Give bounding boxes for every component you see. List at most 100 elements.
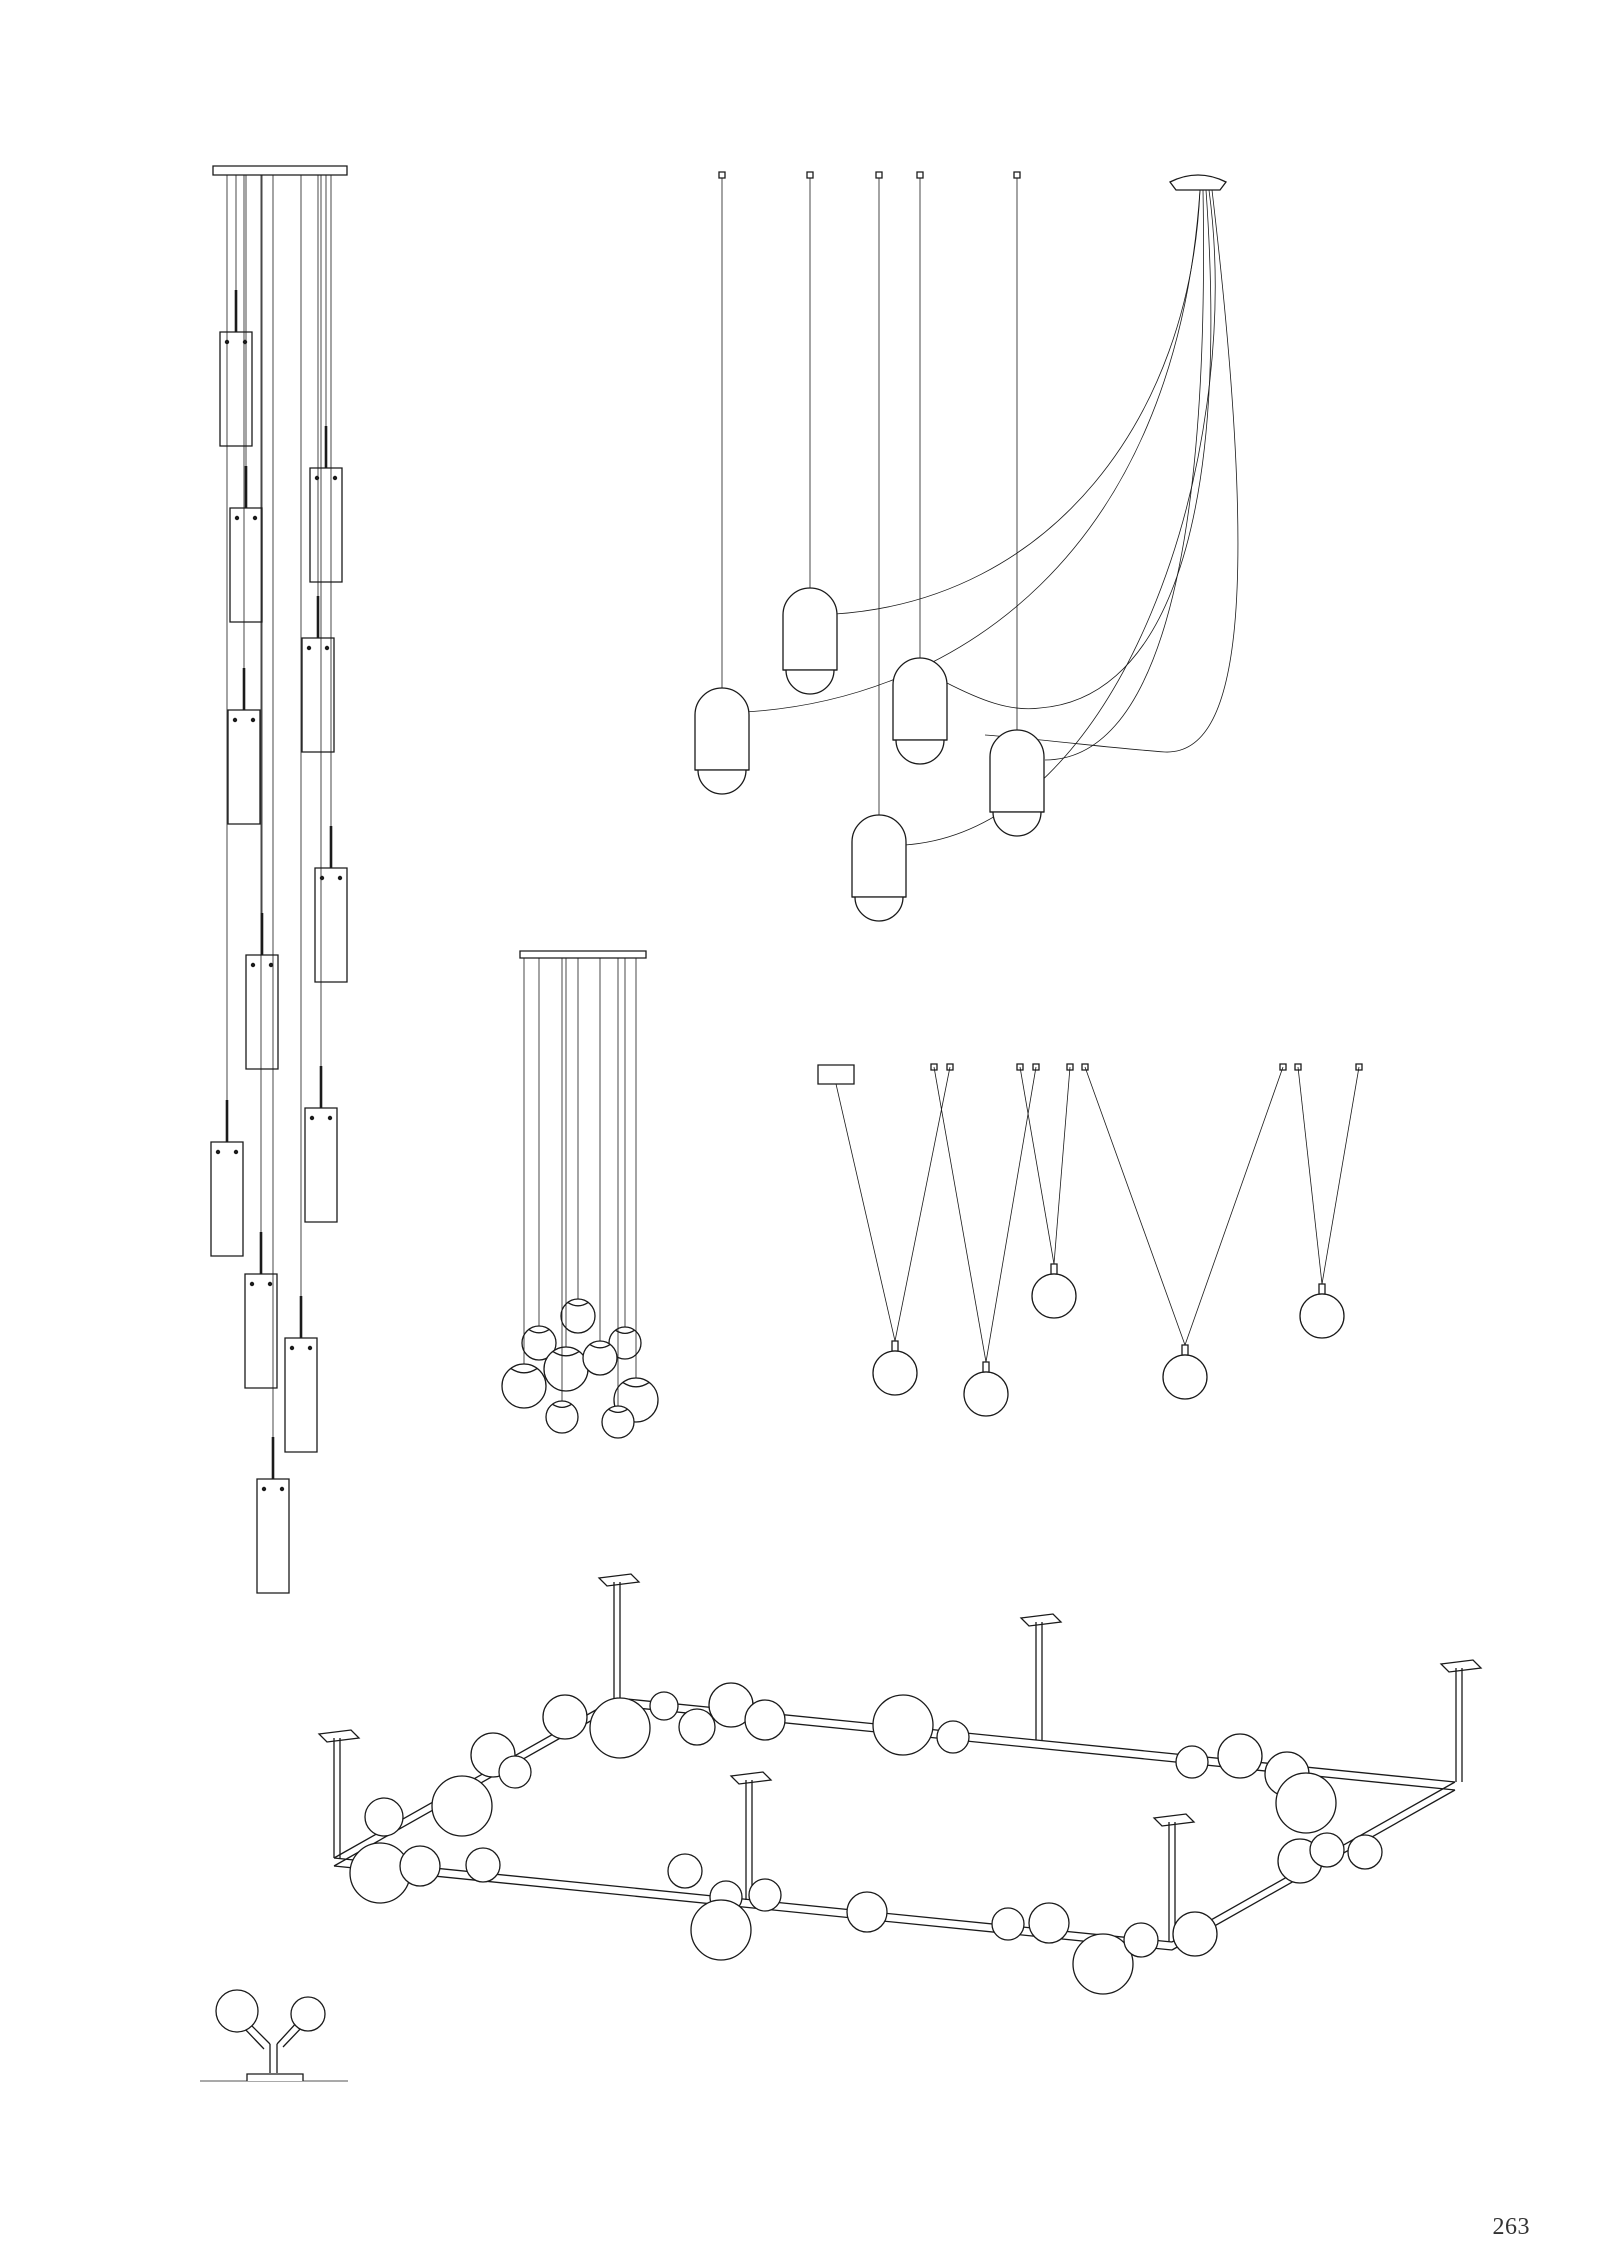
capsule-globe-bottom bbox=[698, 770, 746, 794]
globe-neck bbox=[623, 1382, 649, 1386]
glass-globe bbox=[502, 1364, 546, 1408]
fixing-dot bbox=[234, 515, 240, 521]
fixing-dot bbox=[332, 475, 338, 481]
glass-globe bbox=[1310, 1833, 1344, 1867]
globe-holder bbox=[1182, 1345, 1188, 1355]
globe-neck bbox=[608, 1409, 627, 1412]
globe-neck bbox=[529, 1329, 549, 1332]
glass-globe bbox=[546, 1401, 578, 1433]
capsule-globe-bottom bbox=[896, 740, 944, 764]
glass-globe bbox=[583, 1341, 617, 1375]
rectangular-frame-chandelier-drawing bbox=[319, 1574, 1481, 1994]
fixing-dot bbox=[252, 515, 258, 521]
globe-holder bbox=[892, 1341, 898, 1351]
ceiling-plate bbox=[1154, 1814, 1194, 1826]
glass-globe bbox=[650, 1692, 678, 1720]
rectangular-pendant-shade bbox=[245, 1274, 277, 1388]
suspension-cable bbox=[895, 1067, 950, 1341]
ceiling-plate bbox=[599, 1574, 639, 1586]
rectangular-pendant-shade bbox=[230, 508, 262, 622]
capsule-globe-bottom bbox=[855, 897, 903, 921]
globe-neck bbox=[553, 1351, 579, 1355]
rectangular-pendant-shade bbox=[228, 710, 260, 824]
capsule-globe-bottom bbox=[786, 670, 834, 694]
fixing-dot bbox=[319, 875, 325, 881]
fixing-dot bbox=[309, 1115, 315, 1121]
globe-neck bbox=[568, 1302, 588, 1305]
fixing-dot bbox=[289, 1345, 295, 1351]
rectangular-pendant-shade bbox=[220, 332, 252, 446]
glass-globe bbox=[365, 1798, 403, 1836]
ceiling-hook bbox=[807, 172, 813, 178]
fixing-dot bbox=[268, 962, 274, 968]
glass-globe bbox=[1348, 1835, 1382, 1869]
ceiling-plate bbox=[731, 1772, 771, 1784]
glass-globe bbox=[590, 1698, 650, 1758]
suspension-cable bbox=[1020, 1067, 1054, 1264]
glass-globe bbox=[749, 1879, 781, 1911]
fixing-dot bbox=[337, 875, 343, 881]
crossed-cable-globe-pendants-drawing bbox=[818, 1064, 1362, 1416]
ceiling-canopy bbox=[213, 166, 347, 175]
glass-globe bbox=[992, 1908, 1024, 1940]
glass-globe bbox=[1029, 1903, 1069, 1943]
rectangular-pendant-shade bbox=[315, 868, 347, 982]
glass-globe bbox=[400, 1846, 440, 1886]
glass-globe bbox=[964, 1372, 1008, 1416]
rectangular-pendant-cluster-drawing bbox=[211, 166, 347, 1593]
capsule-shade bbox=[783, 588, 837, 670]
glass-globe bbox=[937, 1721, 969, 1753]
fixing-dot bbox=[324, 645, 330, 651]
capsule-pendant-group-drawing bbox=[695, 172, 1238, 921]
glass-globe bbox=[1163, 1355, 1207, 1399]
glass-globe bbox=[679, 1709, 715, 1745]
suspension-cable bbox=[934, 1067, 986, 1362]
globe-neck bbox=[590, 1344, 610, 1347]
glass-globe bbox=[1173, 1912, 1217, 1956]
globe-holder bbox=[1319, 1284, 1325, 1294]
capsule-shade bbox=[893, 658, 947, 740]
glass-globe bbox=[522, 1326, 556, 1360]
glass-globe bbox=[668, 1854, 702, 1888]
ceiling-hook bbox=[719, 172, 725, 178]
glass-globe bbox=[466, 1848, 500, 1882]
fixing-dot bbox=[232, 717, 238, 723]
fixing-dot bbox=[250, 717, 256, 723]
glass-globe bbox=[602, 1406, 634, 1438]
fixing-dot bbox=[249, 1281, 255, 1287]
globe-holder bbox=[983, 1362, 989, 1372]
suspension-cable bbox=[836, 1084, 895, 1341]
glass-globe bbox=[847, 1892, 887, 1932]
globe-bunch-pendant-drawing bbox=[502, 951, 658, 1438]
fixing-dot bbox=[267, 1281, 273, 1287]
glass-globe bbox=[873, 1351, 917, 1395]
ceiling-canopy bbox=[818, 1065, 854, 1084]
glass-globe bbox=[1300, 1294, 1344, 1338]
capsule-shade bbox=[990, 730, 1044, 812]
globe-holder bbox=[1051, 1264, 1057, 1274]
fixing-dot bbox=[215, 1149, 221, 1155]
page-number: 263 bbox=[1492, 2214, 1530, 2240]
suspension-cable bbox=[1054, 1067, 1070, 1264]
suspension-cable bbox=[1322, 1067, 1359, 1284]
glass-globe bbox=[1124, 1923, 1158, 1957]
glass-globe bbox=[544, 1347, 588, 1391]
ceiling-hook bbox=[917, 172, 923, 178]
y-table-lamp-drawing bbox=[200, 1990, 348, 2081]
capsule-shade bbox=[695, 688, 749, 770]
fixing-dot bbox=[327, 1115, 333, 1121]
suspension-cable bbox=[1298, 1067, 1322, 1284]
glass-globe bbox=[499, 1756, 531, 1788]
globe-neck bbox=[511, 1368, 537, 1372]
rectangular-pendant-shade bbox=[211, 1142, 243, 1256]
suspension-cable bbox=[986, 1067, 1036, 1362]
fixing-dot bbox=[250, 962, 256, 968]
capsule-globe-bottom bbox=[993, 812, 1041, 836]
fixing-dot bbox=[279, 1486, 285, 1492]
ceiling-canopy bbox=[520, 951, 646, 958]
fixing-dot bbox=[314, 475, 320, 481]
glass-globe bbox=[1218, 1734, 1262, 1778]
rectangular-pendant-shade bbox=[302, 638, 334, 752]
ceiling-hook bbox=[1014, 172, 1020, 178]
